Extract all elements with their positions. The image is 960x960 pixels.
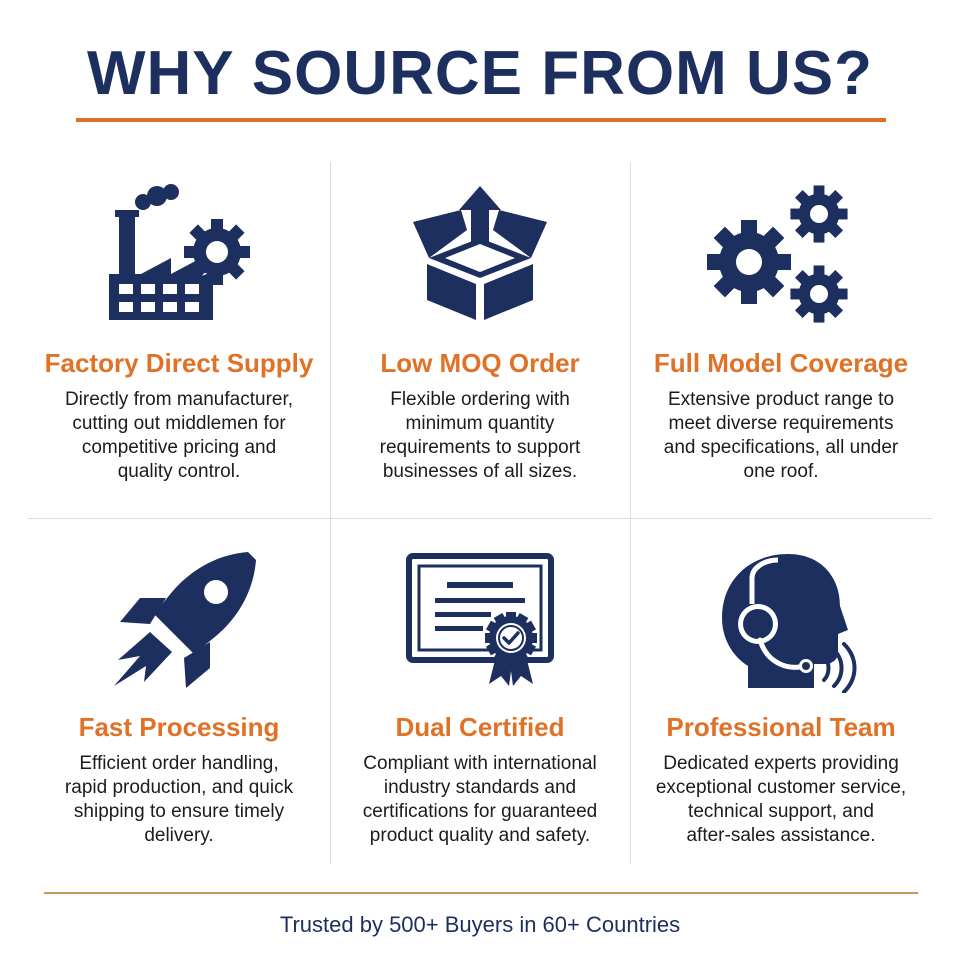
feature-heading: Dual Certified <box>395 712 565 742</box>
description-line: minimum quantity <box>405 413 555 434</box>
feature-grid: Factory Direct Supply Directly from manu… <box>28 162 932 864</box>
feature-heading: Fast Processing <box>78 712 280 742</box>
description-line: Directly from manufacturer, <box>64 389 294 410</box>
row-divider <box>28 518 932 519</box>
description-line: requirements to support <box>379 437 581 458</box>
feature-card-fast-processing: Fast Processing Efficient order handling… <box>28 526 330 876</box>
description-line: Compliant with international <box>363 753 597 774</box>
rocket-icon <box>28 526 330 706</box>
feature-description: Dedicated experts providing exceptional … <box>640 752 922 848</box>
feature-description: Compliant with international industry st… <box>340 752 620 848</box>
description-line: shipping to ensure timely <box>73 801 285 822</box>
description-line: exceptional customer service, <box>655 777 907 798</box>
description-line: certifications for guaranteed <box>362 801 598 822</box>
feature-card-professional-team: Professional Team Dedicated experts prov… <box>630 526 932 876</box>
feature-description: Directly from manufacturer, cutting out … <box>38 388 320 484</box>
description-line: Efficient order handling, <box>79 753 279 774</box>
description-line: industry standards and <box>383 777 577 798</box>
feature-heading: Factory Direct Supply <box>44 348 314 378</box>
column-divider <box>630 162 631 864</box>
description-line: technical support, and <box>688 801 874 822</box>
description-line: Flexible ordering with <box>390 389 570 410</box>
feature-card-dual-certified: Dual Certified Compliant with internatio… <box>330 526 630 876</box>
footer-divider <box>44 892 918 894</box>
certificate-icon <box>330 526 630 706</box>
page-title: WHY SOURCE FROM US? <box>87 39 873 108</box>
feature-description: Extensive product range to meet diverse … <box>640 388 922 484</box>
description-line: meet diverse requirements <box>668 413 894 434</box>
description-line: quality control. <box>117 461 241 482</box>
description-line: Dedicated experts providing <box>663 753 899 774</box>
description-line: rapid production, and quick <box>64 777 294 798</box>
feature-heading: Professional Team <box>666 712 896 742</box>
factory-gear-icon <box>28 162 330 342</box>
trust-tagline: Trusted by 500+ Buyers in 60+ Countries <box>279 912 681 937</box>
open-box-arrow-icon <box>330 162 630 342</box>
description-line: competitive pricing and <box>81 437 277 458</box>
feature-description: Efficient order handling, rapid producti… <box>38 752 320 848</box>
title-underline <box>76 118 886 122</box>
headset-agent-icon <box>630 526 932 706</box>
feature-card-factory-direct: Factory Direct Supply Directly from manu… <box>28 162 330 512</box>
description-line: product quality and safety. <box>369 825 591 846</box>
feature-description: Flexible ordering with minimum quantity … <box>340 388 620 484</box>
description-line: one roof. <box>743 461 819 482</box>
description-line: and specifications, all under <box>663 437 899 458</box>
feature-heading: Low MOQ Order <box>380 348 580 378</box>
column-divider <box>330 162 331 864</box>
description-line: Extensive product range to <box>667 389 895 410</box>
description-line: delivery. <box>144 825 214 846</box>
feature-card-full-model: Full Model Coverage Extensive product ra… <box>630 162 932 512</box>
description-line: cutting out middlemen for <box>72 413 286 434</box>
description-line: after-sales assistance. <box>686 825 876 846</box>
description-line: businesses of all sizes. <box>382 461 578 482</box>
gears-icon <box>630 162 932 342</box>
feature-card-low-moq: Low MOQ Order Flexible ordering with min… <box>330 162 630 512</box>
feature-heading: Full Model Coverage <box>653 348 909 378</box>
